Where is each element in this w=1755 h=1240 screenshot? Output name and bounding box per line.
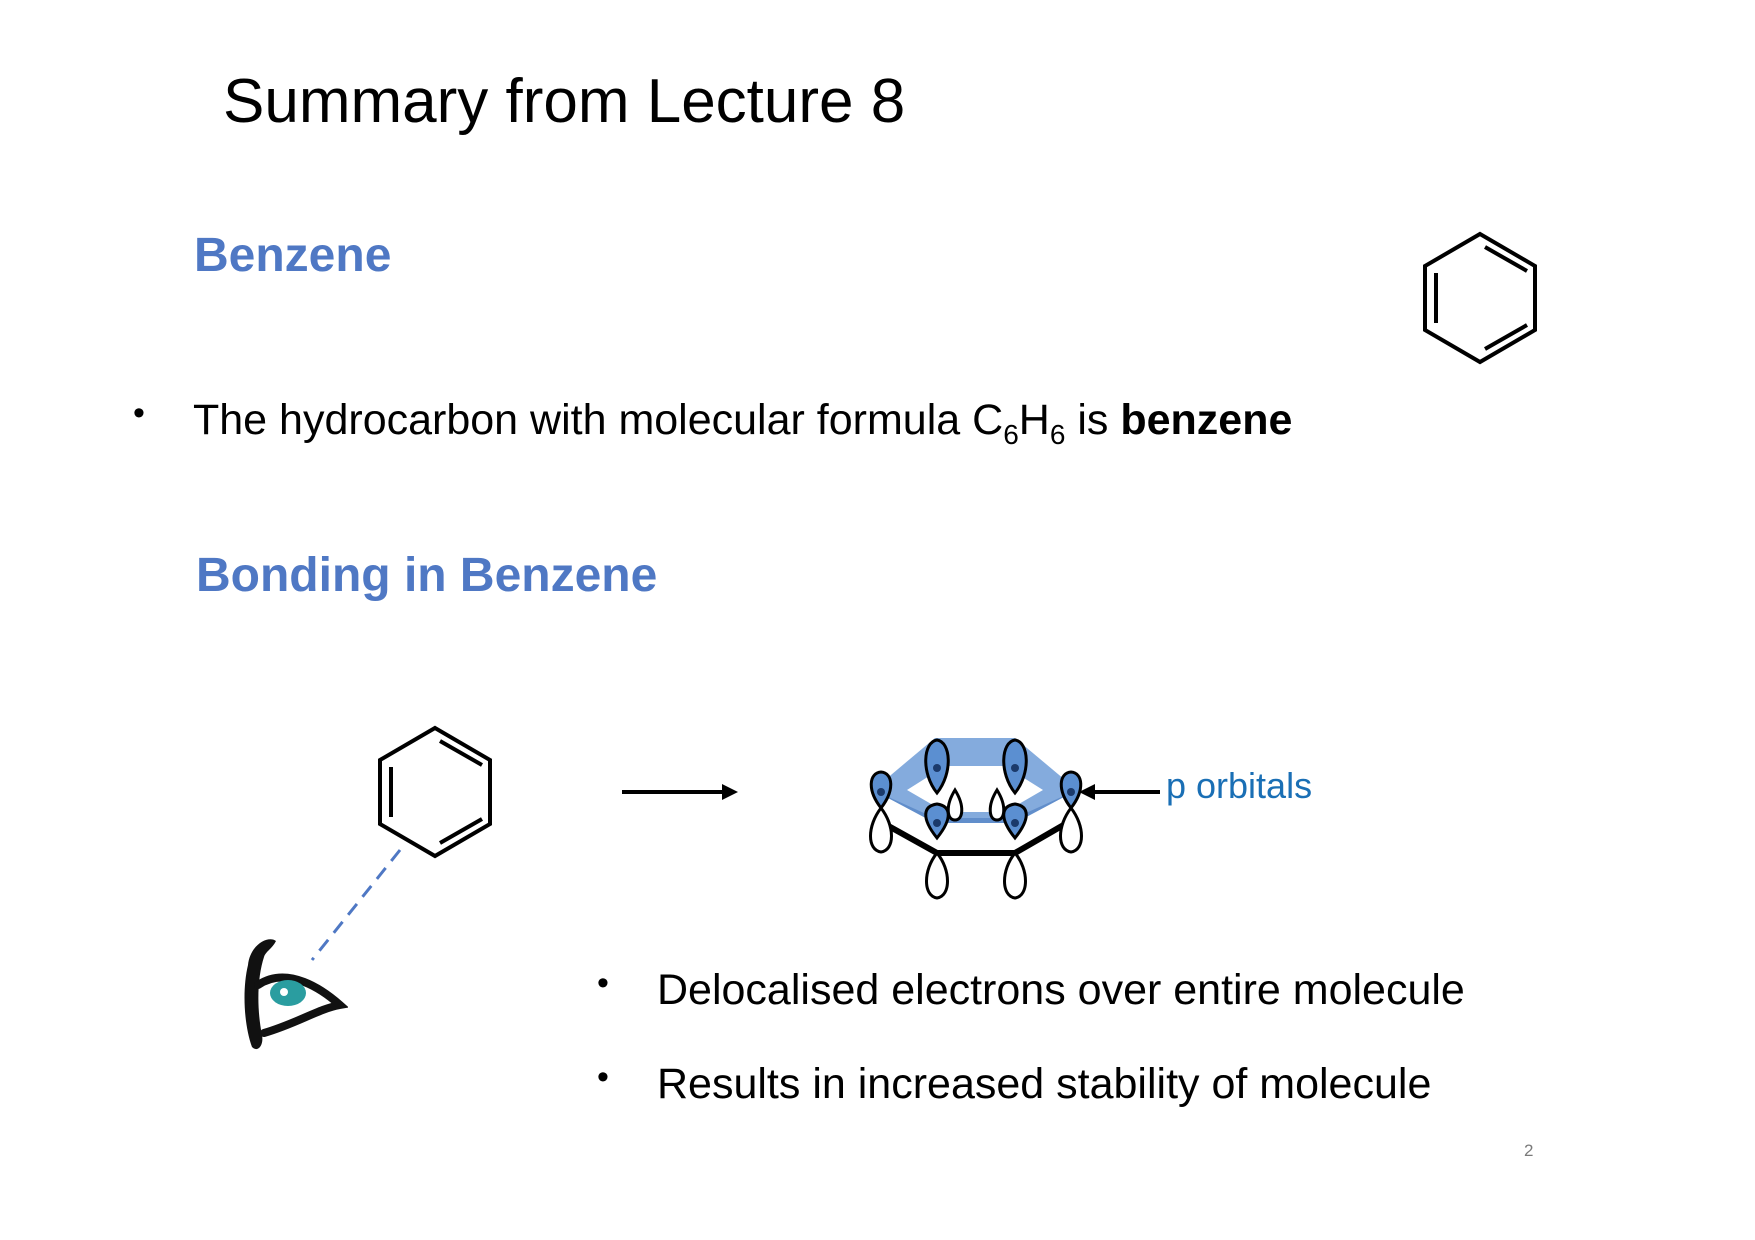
benzene-ring-icon (378, 725, 492, 859)
p-orbitals-label: p orbitals (1166, 765, 1313, 806)
bullet-benzene-formula: • The hydrocarbon with molecular formula… (133, 394, 1433, 456)
formula-subscript-h: 6 (1049, 419, 1066, 450)
section-heading-bonding: Bonding in Benzene (196, 549, 658, 602)
eye-icon (244, 939, 348, 1050)
bullet-marker: • (597, 964, 609, 1002)
dashed-sight-line (310, 849, 402, 961)
formula-h: H (1018, 396, 1050, 444)
bullet-marker: • (133, 394, 145, 432)
bullet-text: Delocalised electrons over entire molecu… (657, 966, 1465, 1014)
arrow-icon (622, 784, 738, 800)
bullet-marker: • (597, 1058, 609, 1096)
p-orbital-diagram (869, 738, 1160, 900)
formula-is: is (1065, 396, 1121, 444)
bullet-text: Results in increased stability of molecu… (657, 1060, 1432, 1108)
formula-subscript-c: 6 (1003, 419, 1019, 450)
page-number: 2 (1524, 1141, 1534, 1160)
slide-title: Summary from Lecture 8 (223, 67, 906, 136)
bullet-delocalised: • Delocalised electrons over entire mole… (597, 964, 1647, 1026)
formula-text: The hydrocarbon with molecular formula C (193, 396, 1004, 444)
benzene-bold: benzene (1120, 396, 1293, 444)
bullet-stability: • Results in increased stability of mole… (597, 1058, 1647, 1120)
benzene-ring-icon (1423, 231, 1537, 365)
section-heading-benzene: Benzene (194, 229, 392, 282)
